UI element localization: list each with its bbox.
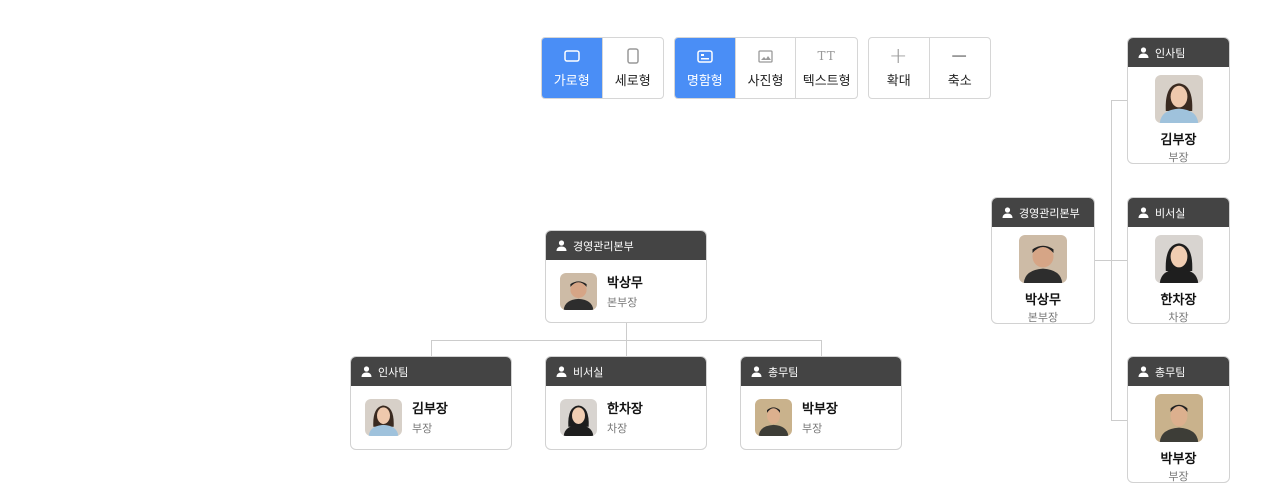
dept-name: 경영관리본부	[573, 240, 634, 253]
person-name: 김부장	[1160, 132, 1197, 147]
dept-header: 인사팀	[1128, 38, 1229, 67]
person-rank: 차장	[607, 423, 628, 435]
avatar	[1154, 394, 1203, 442]
dept-header: 총무팀	[1128, 357, 1229, 386]
avatar	[1154, 75, 1203, 123]
connector	[1111, 420, 1127, 421]
dept-header: 총무팀	[741, 357, 901, 386]
dept-name: 총무팀	[1155, 366, 1186, 379]
zoom-in-button[interactable]: + 확대	[869, 38, 930, 98]
dept-header: 비서실	[546, 357, 706, 386]
person-icon	[361, 366, 372, 377]
avatar	[755, 398, 792, 436]
connector	[431, 340, 432, 356]
zoom-group: + 확대 − 축소	[868, 37, 991, 99]
card-style-label: 명함형	[686, 73, 723, 88]
zoom-out-button[interactable]: − 축소	[930, 38, 991, 98]
zoom-out-label: 축소	[947, 73, 972, 88]
person-rank: 부장	[1168, 152, 1189, 164]
person-name: 김부장	[412, 401, 448, 416]
card-style-button[interactable]: 명함형	[675, 38, 736, 98]
person-rank: 본부장	[1027, 312, 1059, 324]
connector	[821, 340, 822, 356]
avatar	[1154, 235, 1203, 283]
dept-name: 경영관리본부	[1019, 207, 1080, 220]
person-icon	[1002, 207, 1013, 218]
minus-icon: −	[950, 43, 970, 69]
photo-style-button[interactable]: 사진형	[736, 38, 797, 98]
text-icon: TT	[817, 49, 836, 63]
landscape-icon	[564, 47, 580, 65]
avatar	[560, 272, 597, 310]
dept-header: 비서실	[1128, 198, 1229, 227]
portrait-icon	[627, 47, 639, 65]
connector	[1111, 260, 1127, 261]
person-name: 한차장	[607, 401, 643, 416]
layout-toggle-group: 가로형 세로형	[541, 37, 664, 99]
text-style-button[interactable]: TT 텍스트형	[796, 38, 857, 98]
card-icon	[697, 47, 713, 65]
person-name: 박부장	[1160, 451, 1197, 466]
person-rank: 본부장	[607, 297, 638, 309]
avatar	[560, 398, 597, 436]
person-icon	[556, 366, 567, 377]
dept-header: 경영관리본부	[546, 231, 706, 260]
zoom-in-label: 확대	[886, 73, 911, 88]
avatar	[1019, 235, 1067, 283]
portrait-label: 세로형	[614, 73, 651, 88]
image-icon	[758, 47, 773, 65]
person-name: 박부장	[802, 401, 838, 416]
person-icon	[751, 366, 762, 377]
person-icon	[1138, 366, 1149, 377]
person-rank: 차장	[1168, 312, 1189, 324]
dept-name: 비서실	[1155, 207, 1186, 220]
person-rank: 부장	[802, 423, 823, 435]
dept-name: 인사팀	[378, 366, 409, 379]
portrait-button[interactable]: 세로형	[603, 38, 664, 98]
person-icon	[1138, 47, 1149, 58]
dept-header: 인사팀	[351, 357, 511, 386]
connector	[1111, 100, 1127, 101]
connector	[1094, 260, 1111, 261]
person-rank: 부장	[1168, 471, 1189, 483]
person-name: 한차장	[1160, 292, 1197, 307]
landscape-label: 가로형	[553, 73, 590, 88]
person-rank: 부장	[412, 423, 433, 435]
person-name: 박상무	[607, 275, 643, 290]
photo-style-label: 사진형	[747, 73, 784, 88]
person-icon	[556, 240, 567, 251]
plus-icon: +	[889, 43, 909, 69]
connector	[626, 340, 627, 356]
person-name: 박상무	[1025, 292, 1061, 307]
avatar	[365, 398, 402, 436]
landscape-button[interactable]: 가로형	[542, 38, 603, 98]
person-icon	[1138, 207, 1149, 218]
text-style-label: 텍스트형	[802, 73, 851, 88]
style-toggle-group: 명함형 사진형 TT 텍스트형	[674, 37, 858, 99]
dept-name: 인사팀	[1155, 47, 1186, 60]
dept-name: 총무팀	[768, 366, 799, 379]
connector	[626, 322, 627, 341]
dept-header: 경영관리본부	[992, 198, 1094, 227]
dept-name: 비서실	[573, 366, 604, 379]
